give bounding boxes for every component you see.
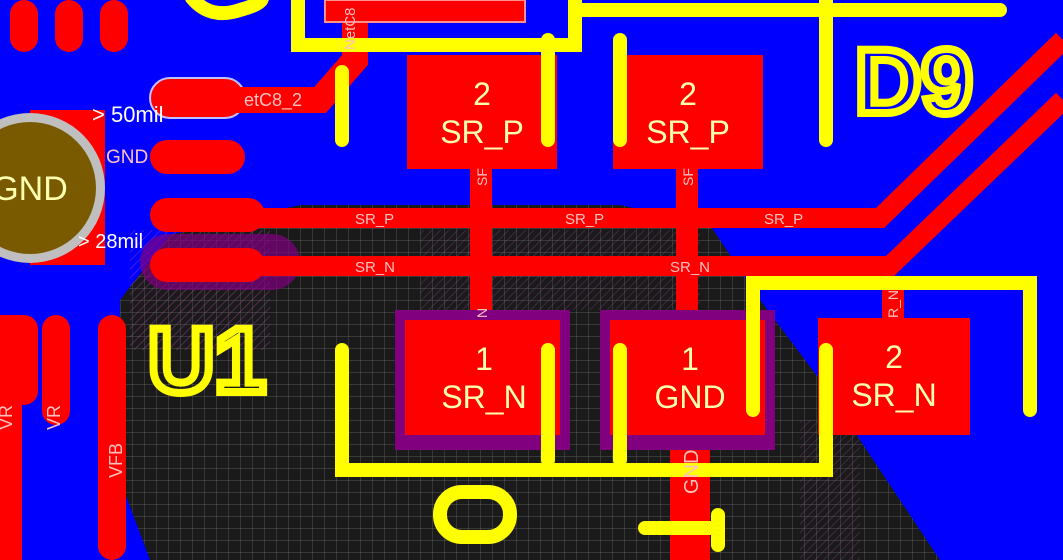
net-label: etC8_2 [244, 90, 302, 111]
svg-text:SR_N: SR_N [441, 379, 526, 415]
pad[interactable]: 2 SR_P [613, 55, 763, 169]
clearance-rules: > 50mil > 28mil [78, 102, 164, 253]
silkscreen [185, 0, 1037, 552]
pad-list: 2 SR_P 2 SR_P 1 SR_N 1 GND 2 SR_N [395, 55, 970, 450]
svg-text:SR_P: SR_P [440, 114, 524, 150]
svg-text:2: 2 [885, 339, 903, 375]
pad[interactable]: 1 SR_N [395, 310, 570, 450]
svg-text:2: 2 [679, 76, 697, 112]
net-label: SR_N [670, 259, 710, 276]
svg-text:GND: GND [654, 379, 725, 415]
net-label: SR_P [764, 211, 803, 228]
pad[interactable]: 2 SR_N [818, 318, 970, 435]
net-label: SR_P [565, 211, 604, 228]
net-label: GND [681, 450, 703, 494]
net-label: SR_N [355, 259, 395, 276]
via-gnd[interactable]: GND [0, 113, 105, 263]
net-label: N [474, 308, 490, 318]
svg-text:GND: GND [0, 170, 68, 208]
net-label: VFB [106, 443, 126, 478]
clearance-label: > 28mil [78, 231, 143, 253]
svg-text:1: 1 [475, 341, 493, 377]
net-label: SF [680, 168, 696, 186]
net-label: VR [0, 405, 16, 430]
designator-u1: U1 [148, 310, 266, 412]
net-label: VR [44, 405, 64, 430]
net-label: GND [106, 147, 148, 168]
designator-d9: D9 [855, 31, 973, 133]
net-label: SR_P [355, 211, 394, 228]
pad[interactable]: 1 GND [600, 310, 775, 450]
net-label: R_N [885, 290, 901, 318]
svg-text:SR_N: SR_N [851, 377, 936, 413]
net-label: SF [474, 168, 490, 186]
svg-text:SR_P: SR_P [646, 114, 730, 150]
clearance-label: > 50mil [92, 102, 164, 127]
svg-text:2: 2 [473, 76, 491, 112]
pad[interactable]: 2 SR_P [407, 55, 557, 169]
net-label: NetC8 [342, 7, 359, 50]
svg-text:1: 1 [681, 341, 699, 377]
net-labels: SR_P SR_P SR_P SR_N SR_N GND etC8_2 VFB … [0, 7, 901, 494]
